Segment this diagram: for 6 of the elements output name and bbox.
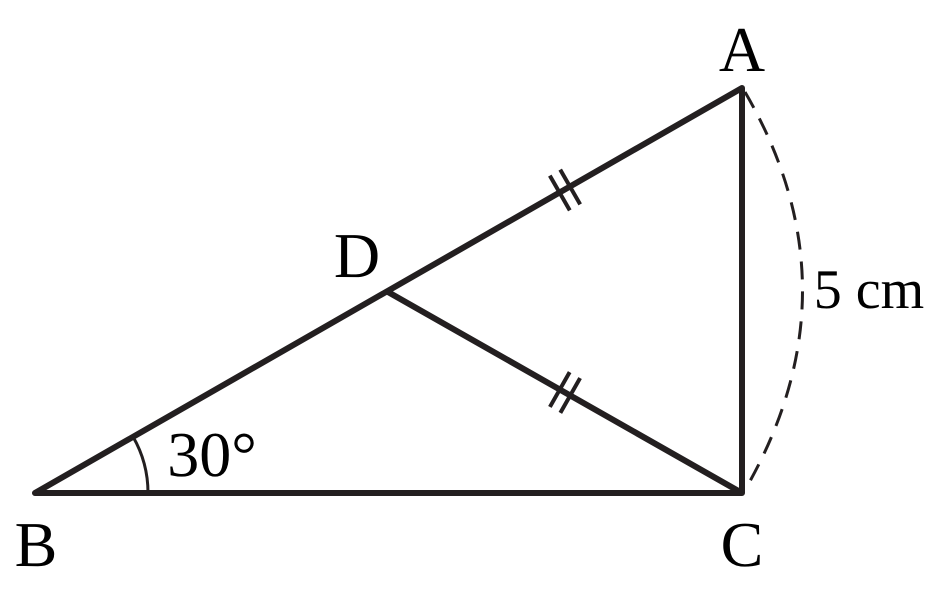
vertex-label: C: [720, 513, 764, 577]
vertex-label: D: [334, 224, 380, 288]
vertex-label: A: [718, 18, 766, 82]
vertex-label: B: [14, 513, 58, 577]
angle-label: 30°: [167, 423, 257, 487]
length-label: 5 cm: [814, 262, 924, 318]
